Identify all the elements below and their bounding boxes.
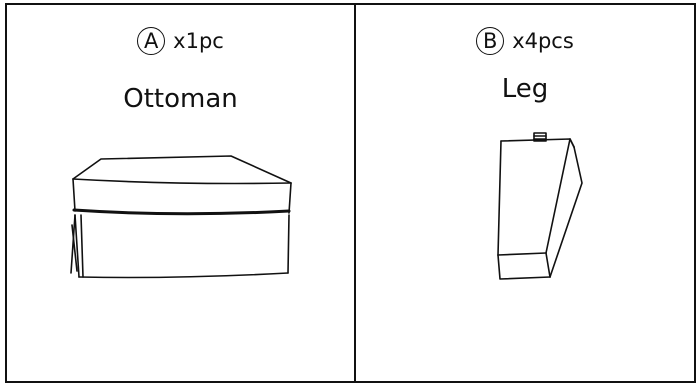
ottoman-icon <box>70 155 292 279</box>
leg-icon <box>497 132 583 280</box>
part-cell-ottoman: A x1pc Ottoman <box>7 5 356 381</box>
part-letter-badge: B <box>476 27 505 55</box>
part-header: B x4pcs <box>356 27 694 55</box>
parts-table: A x1pc Ottoman B x4pcs Leg <box>5 3 696 383</box>
part-name: Leg <box>501 74 549 104</box>
part-name: Ottoman <box>123 84 238 114</box>
part-quantity: x4pcs <box>512 29 574 53</box>
part-header: A x1pc <box>7 27 354 55</box>
part-quantity: x1pc <box>173 29 224 53</box>
part-letter-badge: A <box>137 27 166 55</box>
part-cell-leg: B x4pcs Leg <box>356 5 694 381</box>
